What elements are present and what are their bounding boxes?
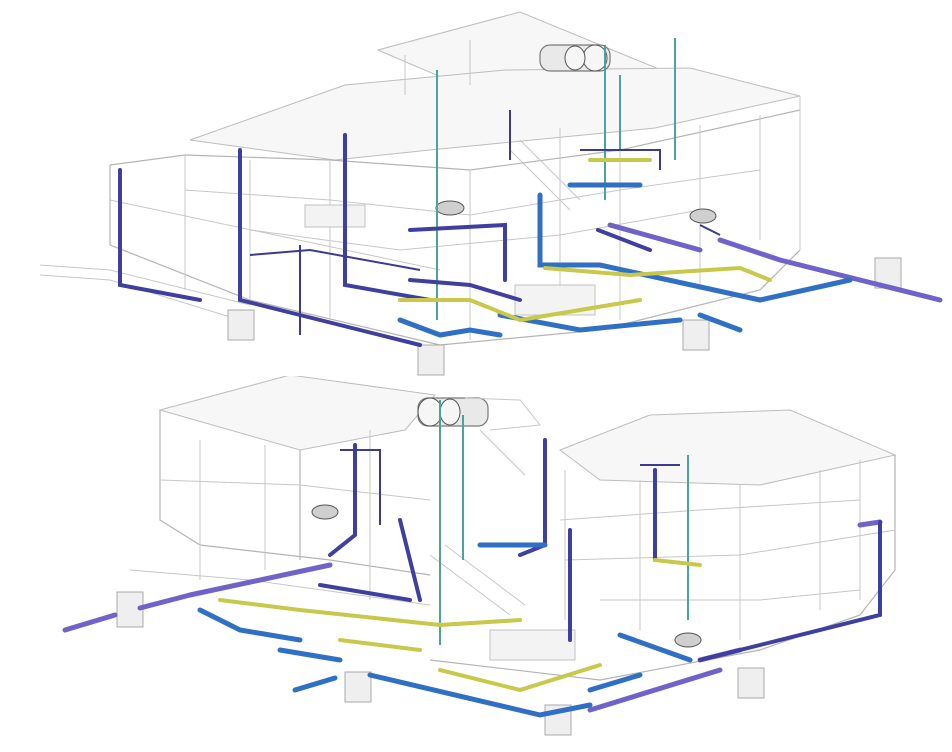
lower-pipe-network <box>62 400 883 718</box>
upper-isometric-view <box>39 11 943 376</box>
lower-foundation-piers <box>116 591 765 736</box>
lower-isometric-view <box>62 376 897 736</box>
upper-fixtures <box>435 200 717 224</box>
lower-fixtures <box>311 504 702 648</box>
lower-roof-main <box>158 376 436 451</box>
upper-foundation-piers <box>227 257 902 376</box>
upper-roof-main <box>189 67 801 161</box>
lower-roof-right <box>558 409 897 486</box>
upper-pipe-network <box>118 38 943 347</box>
upper-water-tanks <box>539 44 611 72</box>
lower-building-frame <box>129 410 896 681</box>
lower-water-tanks <box>417 397 541 431</box>
